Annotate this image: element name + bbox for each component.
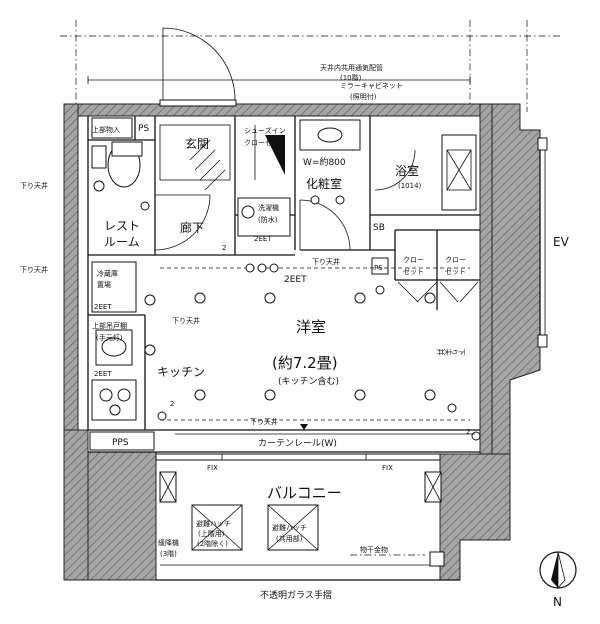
fix-label-1: FIX <box>207 464 218 472</box>
entrance-label: 玄関 <box>185 136 209 151</box>
sb-label: SB <box>373 223 385 233</box>
ceiling-duct-label: 天井内共用通気配管 <box>320 63 383 72</box>
interior-doors[interactable] <box>154 149 479 303</box>
shoes-in-closet-label-2: クローゼット <box>244 138 286 147</box>
kitchen-label: キッチン <box>157 365 205 379</box>
descending-device-label: 緩降機 <box>158 538 179 547</box>
kitchen-counter <box>91 261 137 421</box>
eet-label-2: 2EET <box>284 275 307 285</box>
ps-box <box>371 257 389 275</box>
bathroom-label: 浴室 <box>395 163 419 178</box>
drop-ceiling-label-6: 下り天井 <box>250 417 278 426</box>
closet-b-label-1: クロー <box>445 256 466 264</box>
grid-lines <box>60 20 560 112</box>
windows <box>155 453 441 461</box>
upper-cabinet-label: 上部吊戸棚 <box>92 321 127 330</box>
closet-b-label-2: ゼット <box>445 267 466 276</box>
num-label-b: 2 <box>466 428 470 436</box>
closet-a-label-2: ゼット <box>403 267 424 276</box>
drop-ceiling-vertical: 下り天井 <box>436 348 465 356</box>
ev-label: EV <box>553 235 570 249</box>
balcony-label: バルコニー <box>267 484 342 502</box>
closet-a-label-1: クロー <box>403 256 424 264</box>
drying-hardware-label: 物干金物 <box>360 545 388 554</box>
washer-space <box>237 197 291 237</box>
num-label-a: 2 <box>170 400 174 408</box>
fridge-label-2: 置場 <box>97 280 111 289</box>
drop-ceiling-label-1: 下り天井 <box>20 181 48 190</box>
washer-label: 洗濯機 <box>258 203 279 212</box>
western-room-label: 洋室 <box>296 318 326 336</box>
evac-hatch-label-1b: (上階用) <box>198 529 225 538</box>
elevator-shaft: EV <box>537 137 570 348</box>
mirror-cabinet-label: ミラーキャビネット <box>340 81 403 90</box>
bathtub <box>441 134 477 211</box>
room-size-label: (約7.2畳) <box>272 354 338 372</box>
washbasin <box>299 119 361 205</box>
washer-sub-label: (防水) <box>258 215 278 224</box>
upper-cabinet-sub-label: (手元灯) <box>96 333 123 342</box>
bathroom-size-label: (1014) <box>398 182 422 190</box>
eet-label-1: 2EET <box>254 235 272 243</box>
drop-ceiling-label-2: 下り天井 <box>20 265 48 274</box>
ceiling-duct-sub-label: (10階) <box>340 73 362 82</box>
pps-box <box>89 431 155 451</box>
rest-room-label-2: ルーム <box>104 235 140 249</box>
descending-device-sub-label: (3階) <box>160 549 177 558</box>
fridge-label-1: 冷蔵庫 <box>97 269 118 278</box>
num-label-c: 2 <box>222 244 226 252</box>
eet-label-3: 2EET <box>94 303 112 311</box>
washbasin-width-label: W=約800 <box>303 156 346 168</box>
ceiling-lights <box>144 292 436 401</box>
svg-text:下り天井: 下り天井 <box>436 348 465 356</box>
evac-hatch-label-1c: (2階除く) <box>197 539 228 548</box>
evac-hatch-label-2a: 避難ハッチ <box>272 523 307 532</box>
outer-walls <box>63 103 541 581</box>
rest-room-label-1: レスト <box>104 219 140 233</box>
ps-label: PS <box>138 124 149 134</box>
shoes-in-closet-label: シューズイン <box>244 126 286 135</box>
powder-room-label: 化粧室 <box>306 176 342 191</box>
corridor-label: 廊下 <box>180 220 204 235</box>
upper-storage-label: 上部物入 <box>92 125 120 134</box>
evac-hatch-label-1a: 避難ハッチ <box>196 519 231 528</box>
kitchen-included-label: (キッチン含む) <box>278 375 339 387</box>
north-arrow-icon <box>539 551 577 590</box>
curtain-rail-label: カーテンレール(W) <box>258 438 337 449</box>
north-label: N <box>553 595 562 609</box>
balcony <box>156 471 460 581</box>
entrance-door[interactable] <box>159 27 237 107</box>
pps-label: PPS <box>112 438 129 448</box>
eet-label-4: 2EET <box>94 370 112 378</box>
evac-hatch-label-2b: (共用部) <box>276 534 303 543</box>
drop-ceiling-label-3: 下り天井 <box>312 257 340 266</box>
toilet <box>91 117 150 211</box>
opaque-glass-label: 不透明ガラス手摺 <box>260 589 332 601</box>
fix-label-2: FIX <box>382 464 393 472</box>
outlets <box>157 263 481 441</box>
entrance-area <box>159 124 285 191</box>
mirror-cabinet-sub-label: (照明付) <box>350 92 377 101</box>
drop-ceiling-label-4: 下り天井 <box>172 316 200 325</box>
